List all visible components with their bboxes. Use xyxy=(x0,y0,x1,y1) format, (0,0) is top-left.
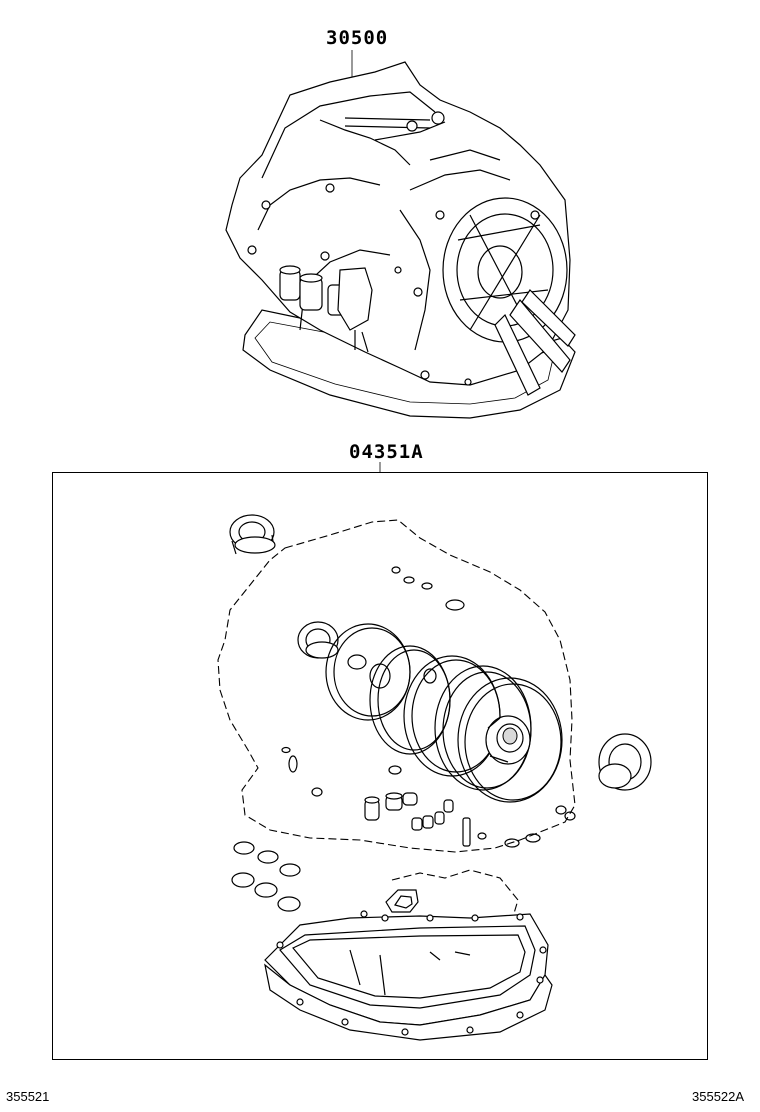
part-label-transaxle[interactable]: 30500 xyxy=(326,27,389,49)
oil-seal-right xyxy=(598,733,652,791)
footer-code-left: 355521 xyxy=(6,1089,50,1104)
plug-set xyxy=(364,792,471,847)
part-label-gasket-kit[interactable]: 04351A xyxy=(349,441,424,463)
oil-seal-mid xyxy=(297,621,339,659)
o-ring-cluster xyxy=(231,841,301,912)
oil-pan-gasket xyxy=(264,910,553,1041)
footer-code-right: 355522A xyxy=(692,1089,745,1104)
gasket-kit-frame xyxy=(52,472,708,1060)
gasket-kit-illustration xyxy=(217,514,652,1041)
oil-seal-top-left xyxy=(229,514,276,555)
transaxle-assembly-illustration xyxy=(225,61,576,419)
